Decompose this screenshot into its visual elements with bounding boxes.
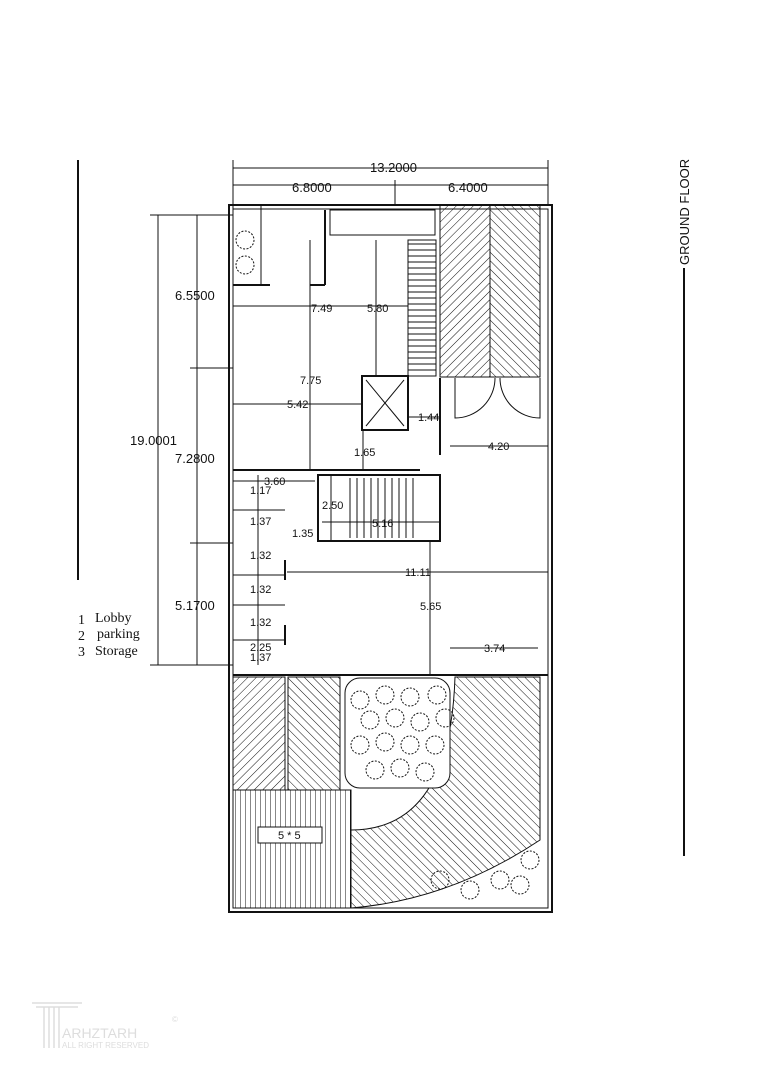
dim-total-width: 13.2000 — [370, 160, 417, 175]
plant-icon — [435, 708, 455, 728]
watermark-logo: ARHZTARH ALL RIGHT RESERVED © — [32, 1002, 178, 1050]
logo-name: ARHZTARH — [62, 1025, 137, 1041]
interior-dimensions: 7.49 5.80 7.75 5.42 1.44 1.65 4.20 3.60 … — [250, 303, 509, 664]
dim-text: 5.65 — [420, 601, 441, 613]
stairs — [349, 243, 436, 538]
dim-text: 5.80 — [367, 303, 388, 315]
dim-h2: 7.2800 — [175, 451, 215, 466]
dim-text: 5.16 — [372, 518, 393, 530]
plan-title: GROUND FLOOR — [677, 159, 692, 265]
plant-icon — [520, 850, 540, 870]
parking-label: 5 * 5 — [278, 830, 301, 842]
legend-label: Storage — [95, 644, 138, 659]
plant-icon — [427, 685, 447, 705]
parking-label-box — [257, 826, 323, 844]
plant-icon — [360, 710, 380, 730]
logo-tagline: ALL RIGHT RESERVED — [62, 1041, 149, 1050]
plant-icon — [400, 735, 420, 755]
plant-icon — [350, 690, 370, 710]
dim-right-width: 6.4000 — [448, 180, 488, 195]
dim-text: 1.32 — [250, 550, 271, 562]
yard-hatch-2 — [287, 676, 341, 791]
dim-text: 4.20 — [488, 441, 509, 453]
plant-icon — [510, 875, 530, 895]
double-door — [454, 377, 541, 419]
dim-text: 1.65 — [354, 447, 375, 459]
plant-icon — [415, 762, 435, 782]
dim-text: 1.37 — [250, 516, 271, 528]
hatched-area-1 — [439, 204, 491, 378]
plants — [235, 230, 540, 900]
building-walls — [228, 204, 553, 913]
legend-num: 1 — [78, 613, 85, 628]
dim-h1: 6.5500 — [175, 288, 215, 303]
legend: 1 Lobby 2 parking 3 Storage — [78, 611, 140, 660]
yard-hatch-1 — [232, 676, 286, 791]
interior-dimension-lines — [233, 240, 548, 675]
plant-icon — [385, 708, 405, 728]
overall-dimensions: 13.2000 6.8000 6.4000 19.0001 6.5500 7.2… — [130, 160, 549, 666]
dim-text: 1.44 — [418, 412, 439, 424]
plant-icon — [375, 685, 395, 705]
plant-icon — [390, 758, 410, 778]
dim-text: 7.75 — [300, 375, 321, 387]
plant-icon — [425, 735, 445, 755]
plant-icon — [410, 712, 430, 732]
plant-icon — [365, 760, 385, 780]
plant-icon — [235, 230, 255, 250]
dim-text: 3.60 — [264, 476, 285, 488]
dim-text: 1.35 — [292, 528, 313, 540]
dim-text: 2.25 — [250, 642, 271, 654]
dim-total-height: 19.0001 — [130, 433, 177, 448]
dim-text: 2.50 — [322, 500, 343, 512]
planter — [344, 677, 451, 789]
dim-text: 1.37 — [250, 652, 271, 664]
dim-text: 7.49 — [311, 303, 332, 315]
dim-left-width: 6.8000 — [292, 180, 332, 195]
plant-icon — [235, 255, 255, 275]
curved-ramp — [350, 676, 541, 909]
plant-icon — [430, 870, 450, 890]
logo-mark: © — [172, 1015, 178, 1024]
legend-label: Lobby — [95, 611, 132, 626]
dim-text: 5.42 — [287, 399, 308, 411]
dim-text: 1.32 — [250, 584, 271, 596]
plant-icon — [460, 880, 480, 900]
legend-num: 2 — [78, 629, 85, 644]
dim-text: 1.32 — [250, 617, 271, 629]
plant-icon — [350, 735, 370, 755]
legend-num: 3 — [78, 645, 85, 660]
dim-text: 1.17 — [250, 485, 271, 497]
dim-h3: 5.1700 — [175, 598, 215, 613]
hatched-area-2 — [489, 204, 541, 378]
plant-icon — [375, 732, 395, 752]
plant-icon — [400, 687, 420, 707]
parking-area — [232, 789, 352, 909]
dim-text: 3.74 — [484, 643, 505, 655]
plant-icon — [490, 870, 510, 890]
legend-label: parking — [97, 627, 140, 642]
dim-text: 11.11 — [405, 567, 431, 579]
